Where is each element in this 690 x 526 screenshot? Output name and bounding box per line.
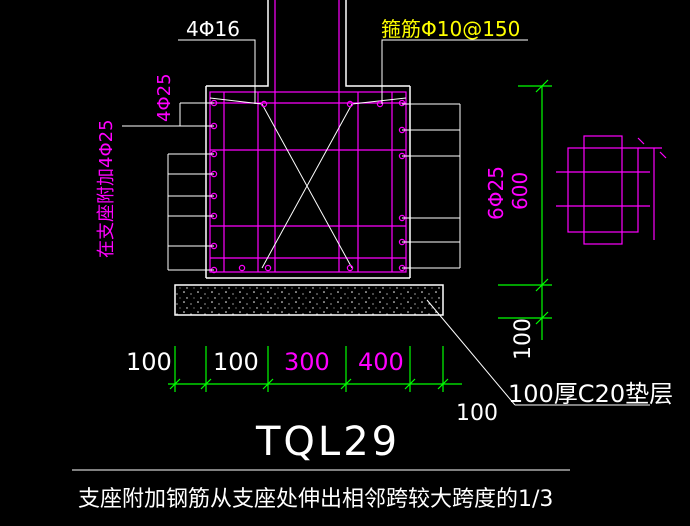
drawing-note: 支座附加钢筋从支座处伸出相邻跨较大跨度的1/3 bbox=[78, 487, 553, 512]
c20-pad bbox=[174, 284, 444, 316]
top-leaders bbox=[178, 39, 528, 104]
pad-leader bbox=[426, 299, 516, 406]
rebar-dot bbox=[260, 100, 268, 108]
horizontal-dimension bbox=[168, 346, 462, 392]
rebar-dot bbox=[376, 100, 384, 108]
rebar-cage bbox=[209, 0, 407, 273]
dimension-label-1: 100 bbox=[126, 348, 172, 376]
dimension-label-3: 300 bbox=[284, 348, 330, 376]
section-symbol bbox=[556, 135, 667, 245]
rebar-dot bbox=[264, 264, 272, 272]
support-extra-label: 在支座附加4Φ25 bbox=[96, 119, 117, 258]
beam-section bbox=[205, 86, 411, 279]
height-label: 600 bbox=[508, 172, 532, 210]
dimension-label-4: 400 bbox=[358, 348, 404, 376]
drawing-title: TQL29 bbox=[255, 419, 400, 465]
left-leaders bbox=[122, 102, 214, 271]
rebar-dots bbox=[210, 99, 406, 274]
right-bars-label: 6Φ25 bbox=[484, 166, 508, 220]
vertical-dimension bbox=[498, 79, 552, 340]
rebar-dot bbox=[398, 99, 406, 107]
rebar-dot bbox=[238, 264, 246, 272]
diagonal-bars bbox=[209, 97, 407, 269]
stirrup-label: 箍筋Φ10@150 bbox=[381, 17, 520, 41]
dimension-label-2: 100 bbox=[213, 348, 259, 376]
rebar-dot bbox=[346, 100, 354, 108]
rebar-dot bbox=[346, 264, 354, 272]
column-stub bbox=[206, 0, 410, 87]
pad-height-label: 100 bbox=[511, 318, 536, 360]
top-bars-label: 4Φ16 bbox=[186, 17, 240, 41]
side-bars-label: 4Φ25 bbox=[154, 73, 175, 122]
pad-extension-label: 100 bbox=[456, 401, 498, 426]
right-leaders bbox=[402, 103, 461, 269]
pad-note-label: 100厚C20垫层 bbox=[508, 380, 673, 408]
